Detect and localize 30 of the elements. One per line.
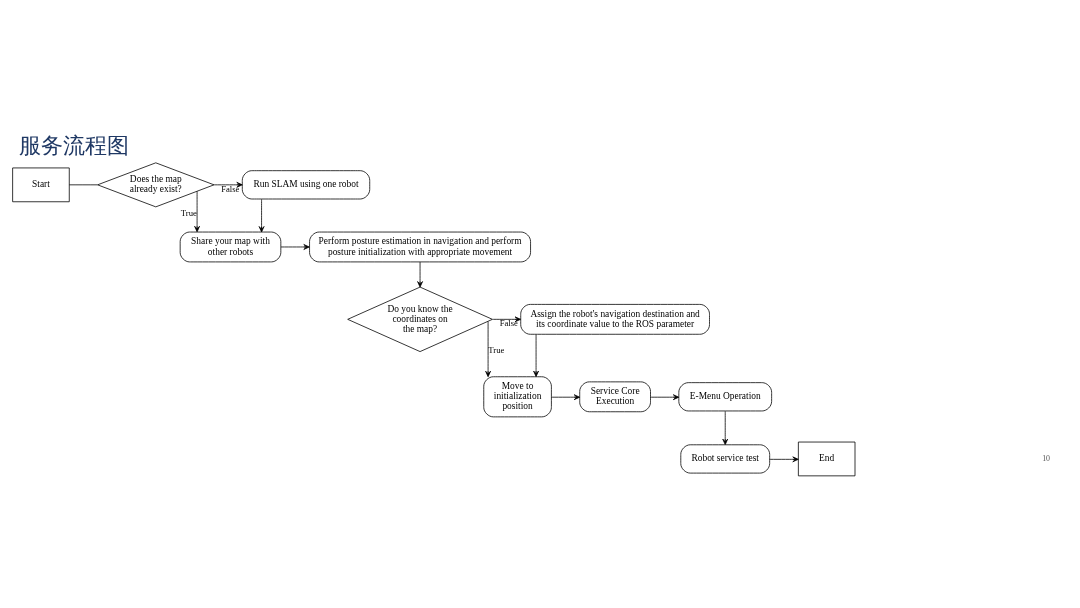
node-box: Share your map with other robots bbox=[179, 231, 282, 263]
arrow bbox=[258, 198, 265, 233]
node-box: Assign the robot's navigation destination and its coordinate value to the ROS parameter bbox=[520, 304, 710, 335]
arrow bbox=[194, 190, 200, 233]
node-box: Perform posture estimation in navigation and perform posture initialization with appropriate movement bbox=[309, 231, 531, 263]
node-box: E-Menu Operation bbox=[678, 382, 773, 412]
arrow bbox=[492, 316, 521, 323]
edge-label: False bbox=[221, 183, 240, 194]
node-diamond: Does the map already exist? bbox=[97, 162, 215, 208]
node-box: Move to initialization position bbox=[483, 376, 552, 418]
arrow bbox=[213, 181, 243, 188]
node-box: Robot service test bbox=[680, 444, 771, 474]
diagram-title: 服务流程图 bbox=[18, 132, 129, 158]
arrow bbox=[551, 394, 581, 401]
arrow bbox=[533, 334, 539, 377]
connector bbox=[68, 184, 98, 186]
arrow bbox=[769, 456, 799, 463]
edge-label: True bbox=[488, 345, 505, 356]
node-box: Run SLAM using one robot bbox=[241, 170, 371, 200]
edge-label: True bbox=[180, 207, 197, 218]
arrow bbox=[280, 244, 310, 250]
arrow bbox=[650, 394, 680, 401]
node-box: Service Core Execution bbox=[579, 381, 651, 413]
edge-label: False bbox=[499, 318, 518, 329]
arrow bbox=[722, 410, 729, 445]
node-box: Start bbox=[12, 167, 70, 203]
arrow bbox=[485, 321, 491, 378]
arrow bbox=[417, 261, 423, 288]
node-box: End bbox=[797, 441, 856, 477]
label: 10 bbox=[1042, 453, 1051, 463]
